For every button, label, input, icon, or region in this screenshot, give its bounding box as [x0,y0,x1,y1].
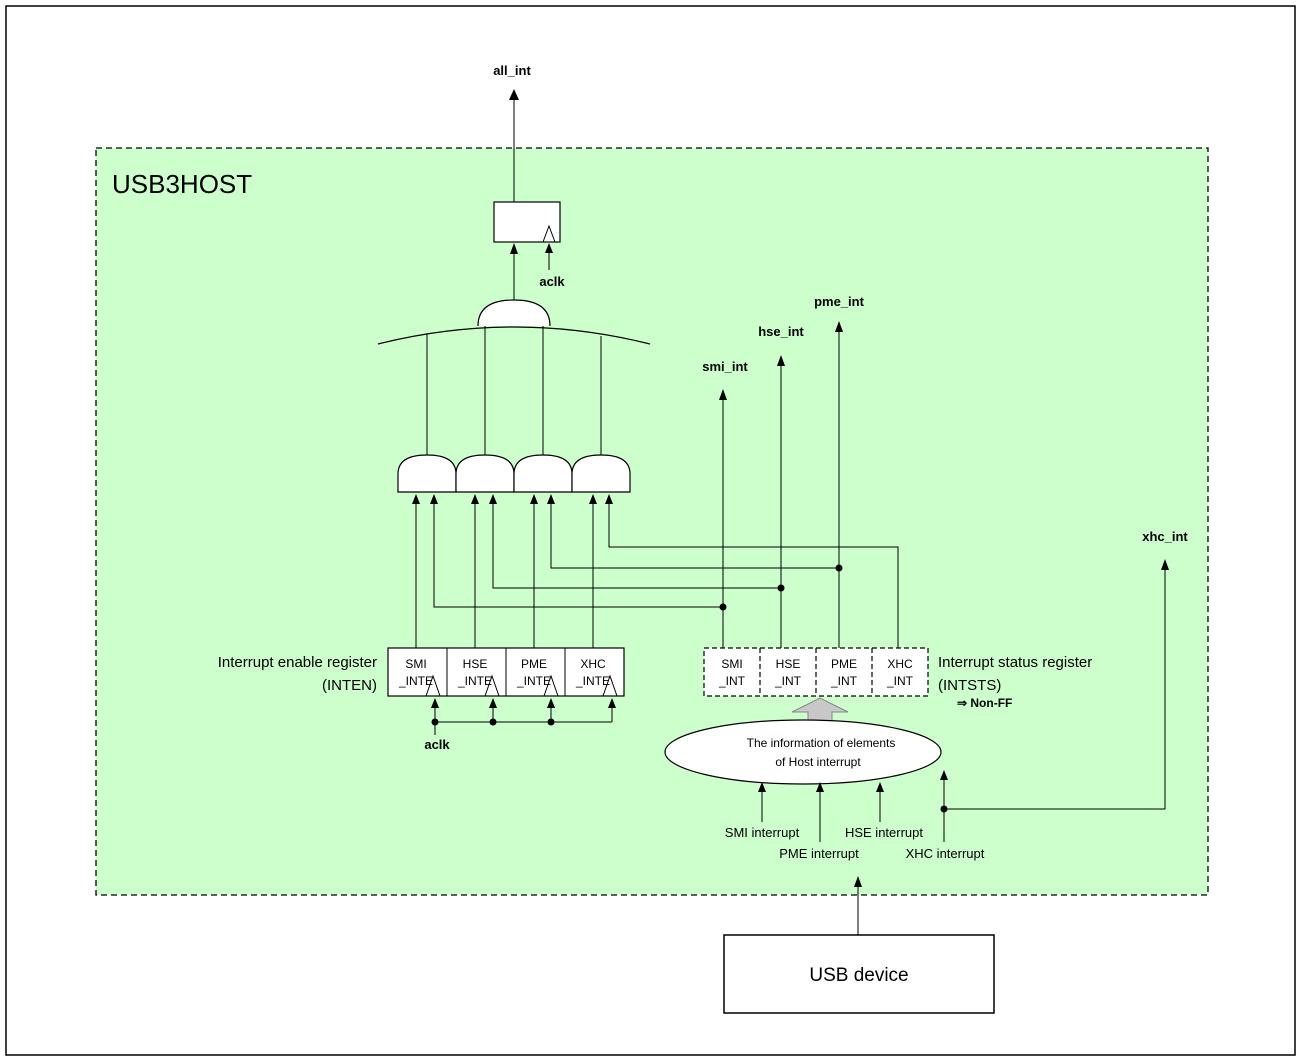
inten-cell-pme: PME _INTE [516,657,559,697]
clock-triangle [542,224,556,243]
aclk-bottom-label: aclk [424,737,450,752]
svg-text:_INT: _INT [830,674,858,688]
inten-register [387,647,625,697]
smi-int-label: smi_int [702,359,748,374]
inten-cell-smi: SMI _INTE [398,657,441,697]
and-gate-smi [397,454,457,493]
module-title: USB3HOST [112,169,252,199]
all-int-label: all_int [493,63,531,78]
and-gate-pme [513,454,573,493]
aclk-bottom-arrows [431,698,616,726]
inten-to-and-wires [415,500,594,648]
svg-text:HSE: HSE [776,657,801,671]
aclk-top-label: aclk [539,274,565,289]
output-flip-flop [493,201,561,243]
and-gate-hse [455,454,515,493]
source-arrows [758,559,1169,813]
intsts-label-line1: Interrupt status register [938,654,1092,671]
xhc-interrupt-label: XHC interrupt [906,846,985,861]
usb-device-box [723,934,995,1014]
and-gate-xhc [571,454,631,493]
all-int-arrow [509,89,519,100]
svg-text:PME: PME [521,657,547,671]
inten-label-line2: (INTEN) [322,677,377,694]
or-gate-top [477,299,551,327]
intsts-cell-xhc: XHC _INT [886,657,914,688]
hse-interrupt-label: HSE interrupt [845,825,923,840]
hse-int-label: hse_int [758,324,804,339]
svg-text:SMI: SMI [721,657,742,671]
svg-text:_INTE: _INTE [457,674,492,688]
pme-int-arrow [835,321,843,332]
info-ellipse-line2: of Host interrupt [775,755,861,769]
usb3host-module [95,147,1209,896]
aclk-top-arrow [545,243,553,253]
svg-text:HSE: HSE [463,657,488,671]
svg-text:_INT: _INT [774,674,802,688]
svg-text:_INT: _INT [886,674,914,688]
svg-text:SMI: SMI [405,657,426,671]
pme-int-label: pme_int [814,294,865,309]
svg-text:_INT: _INT [718,674,746,688]
intsts-cell-smi: SMI _INT [718,657,746,688]
pme-interrupt-label: PME interrupt [779,846,859,861]
intsts-cell-hse: HSE _INT [774,657,802,688]
svg-text:XHC: XHC [580,657,606,671]
xhc-int-label: xhc_int [1142,529,1188,544]
inten-label-line1: Interrupt enable register [218,654,377,671]
intsts-register [703,647,929,697]
svg-text:_INTE: _INTE [575,674,610,688]
usb-device-label: USB device [809,965,908,986]
intsts-feedback-wires [433,500,899,648]
inten-to-and-arrows [412,494,597,504]
intsts-feedback-arrows [430,494,613,504]
svg-text:_INTE: _INTE [398,674,433,688]
svg-text:XHC: XHC [887,657,913,671]
inten-cell-xhc: XHC _INTE [575,657,618,697]
svg-text:PME: PME [831,657,857,671]
info-ellipse-line1: The information of elements [747,736,896,750]
smi-interrupt-label: SMI interrupt [725,825,800,840]
hse-int-arrow [777,355,785,366]
smi-int-arrow [719,389,727,400]
svg-text:_INTE: _INTE [516,674,551,688]
intsts-cell-pme: PME _INT [830,657,858,688]
info-ellipse [664,719,942,785]
intsts-label-line2: (INTSTS) [938,677,1001,694]
non-ff-note: ⇒ Non-FF [957,696,1012,710]
or-gate-arc [377,326,651,345]
usb-device-arrow [854,876,862,887]
or-to-ff-arrow [510,243,518,254]
inten-cell-hse: HSE _INTE [457,657,500,697]
